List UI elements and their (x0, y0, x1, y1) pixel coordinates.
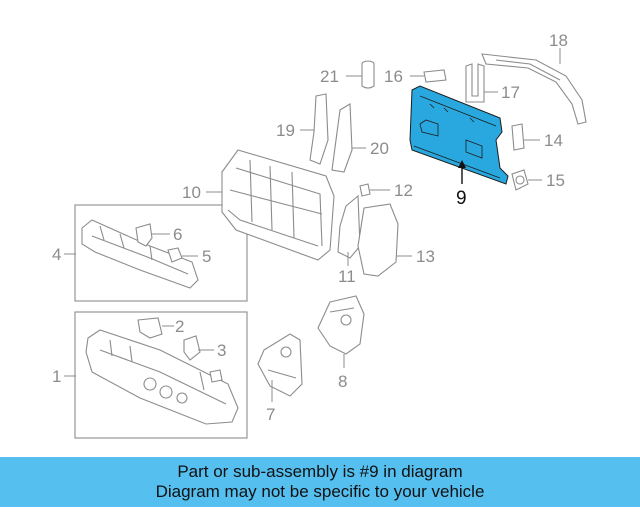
part-9-body (409, 85, 509, 185)
part-4-panel (81, 219, 199, 289)
part-6-bracket (135, 223, 153, 247)
callout-21: 21 (320, 67, 339, 86)
callout-16: 16 (384, 67, 403, 86)
part-19-pillar (309, 93, 329, 165)
part-13-panel (357, 203, 399, 277)
part-18-roof-bow (481, 53, 587, 125)
part-21-cylinder (361, 60, 375, 89)
part-3-small-bracket (209, 369, 223, 383)
callout-17: 17 (501, 83, 520, 102)
callout-3: 3 (217, 341, 226, 360)
part-9-panel-highlighted (409, 85, 509, 185)
info-banner: Part or sub-assembly is #9 in diagram Di… (0, 457, 640, 507)
callout-6: 6 (173, 225, 182, 244)
callout-12: 12 (394, 181, 413, 200)
group-box-upper (74, 204, 248, 302)
callout-18: 18 (549, 31, 568, 50)
callout-13: 13 (416, 247, 435, 266)
callout-10: 10 (182, 183, 201, 202)
banner-line-1: Part or sub-assembly is #9 in diagram (177, 462, 463, 481)
part-7-bracket (257, 333, 303, 397)
part-10-frame (221, 149, 335, 261)
callout-2: 2 (175, 317, 184, 336)
part-17-bracket (465, 63, 485, 103)
part-14-bracket (511, 123, 525, 151)
part-20-pillar (331, 103, 353, 173)
part-8-bracket (317, 295, 365, 355)
callout-11: 11 (338, 267, 356, 286)
part-3-bracket (183, 335, 201, 361)
part-2-bracket (137, 317, 163, 339)
callout-9: 9 (456, 188, 467, 209)
callout-20: 20 (370, 139, 389, 158)
part-5-clip (167, 247, 183, 263)
part-1-panel (85, 329, 239, 425)
callout-5: 5 (202, 247, 211, 266)
callout-15: 15 (546, 171, 565, 190)
part-16-block (423, 69, 447, 83)
callout-8: 8 (338, 372, 347, 391)
callout-19: 19 (276, 121, 295, 140)
callout-4: 4 (52, 245, 61, 264)
part-15-bracket (511, 169, 529, 191)
callouts: 1 2 3 4 5 6 7 8 9 10 11 12 13 14 15 16 (52, 31, 568, 424)
part-11-panel (337, 194, 361, 259)
parts-diagram: 1 2 3 4 5 6 7 8 9 10 11 12 13 14 15 16 (52, 31, 587, 439)
group-box-lower (74, 311, 248, 439)
callout-1: 1 (52, 367, 61, 386)
banner-line-2: Diagram may not be specific to your vehi… (155, 482, 485, 501)
callout-14: 14 (544, 131, 563, 150)
callout-7: 7 (266, 405, 275, 424)
part-12-clip (359, 183, 371, 197)
